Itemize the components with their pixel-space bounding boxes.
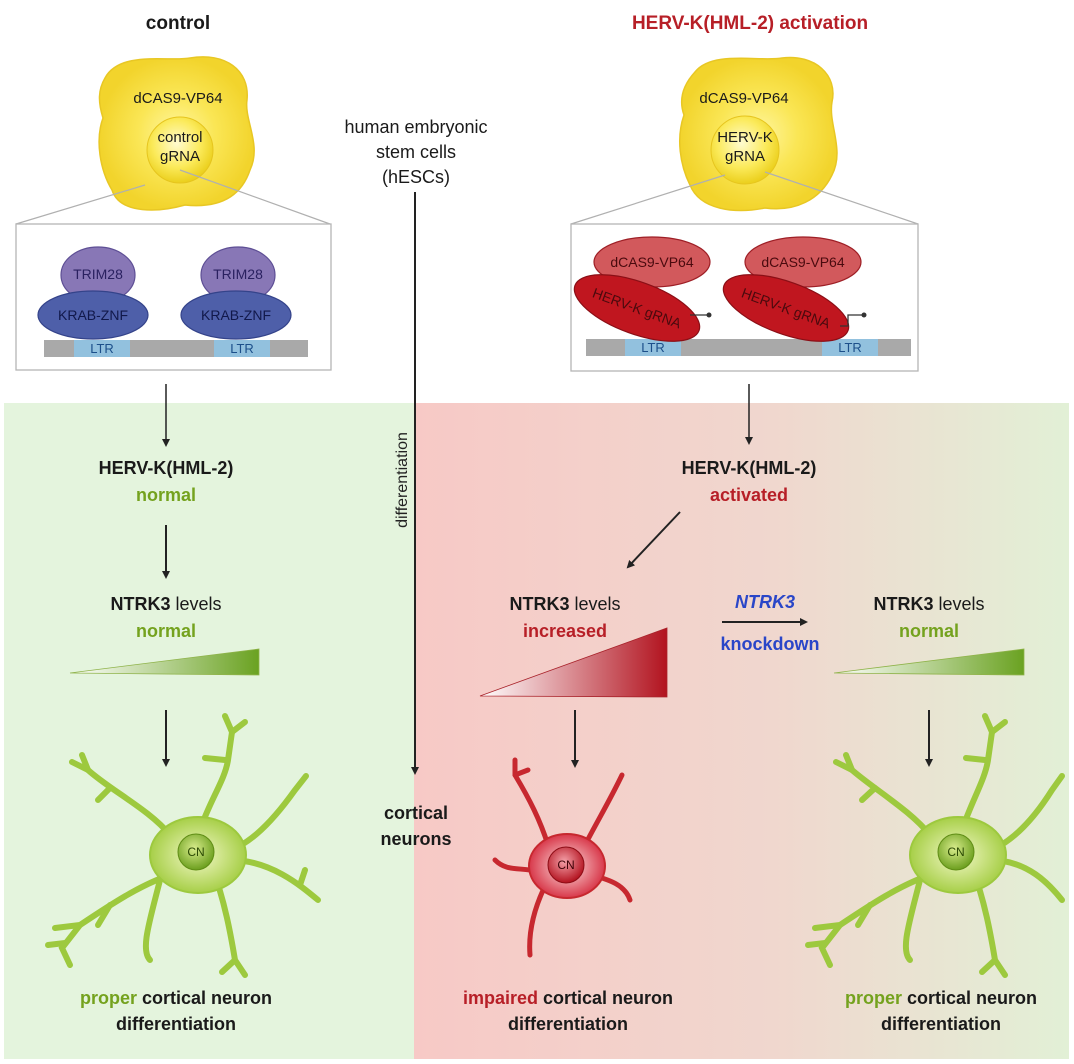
- control-trim28-1-label: TRIM28: [73, 266, 123, 282]
- activation-ntrk3-gene: NTRK3: [509, 594, 570, 614]
- control-neuron-label: CN: [187, 845, 205, 859]
- control-title: control: [145, 13, 211, 34]
- activation-ltr-2: [822, 339, 878, 356]
- activation-ntrk3-suffix: levels: [569, 594, 621, 614]
- control-ltr-1-label: LTR: [90, 341, 114, 356]
- control-grna-line2: gRNA: [159, 148, 200, 165]
- control-krab-1: [37, 290, 149, 340]
- activation-arrow-2: [626, 511, 681, 569]
- activation-cas9-label: dCAS9-VP64: [699, 90, 789, 107]
- activation-complex-cas9-label-2: dCAS9-VP64: [761, 254, 845, 270]
- cortical-neurons-line2: neurons: [380, 829, 452, 849]
- activation-title: HERV-K(HML-2) activation: [631, 13, 869, 34]
- control-stem-cell: [98, 56, 255, 211]
- control-krab-1-label: KRAB-ZNF: [58, 307, 128, 323]
- control-ltr-1: [74, 340, 130, 357]
- activation-ntrk3-level-wedge: [479, 627, 668, 698]
- knockdown-ntrk3-status: normal: [898, 621, 959, 641]
- knockdown-label: knockdown: [720, 634, 820, 654]
- activation-neuron: [492, 757, 633, 958]
- control-krab-2-label: KRAB-ZNF: [201, 307, 271, 323]
- control-hervk-status: normal: [135, 485, 196, 505]
- knockdown-ntrk3-gene: NTRK3: [873, 594, 934, 614]
- knockdown-outcome-rest: cortical neuron: [901, 988, 1038, 1008]
- activation-stem-cell: [679, 56, 838, 212]
- activation-nucleus: [710, 115, 780, 185]
- activation-outcome-rest: cortical neuron: [538, 988, 674, 1008]
- knockdown-ntrk3-levels: NTRK3 levels: [829, 594, 1029, 615]
- stem-cell-line1: human embryonic: [344, 117, 488, 137]
- control-grna-line1: control: [157, 129, 203, 146]
- differentiation-label: differentiation: [394, 432, 411, 528]
- control-ntrk3-suffix: levels: [170, 594, 222, 614]
- control-ntrk3-status: normal: [135, 621, 196, 641]
- knockdown-gene: NTRK3: [734, 592, 795, 612]
- knockdown-outcome-line2: differentiation: [881, 1014, 1001, 1034]
- control-ntrk3-level-wedge: [69, 648, 260, 676]
- activation-panel-background: [414, 403, 1069, 1059]
- control-cas9-label: dCAS9-VP64: [133, 90, 223, 107]
- control-trim28-2-label: TRIM28: [213, 266, 263, 282]
- control-outcome-word: proper: [79, 988, 137, 1008]
- control-outcome-rest: cortical neuron: [136, 988, 273, 1008]
- activation-ltr-2-label: LTR: [838, 340, 862, 355]
- activation-grna-line2: gRNA: [724, 148, 765, 165]
- knockdown-neuron: [805, 713, 1065, 978]
- control-krab-2: [180, 290, 292, 340]
- activation-outcome-line1: impaired cortical neuron: [418, 988, 718, 1009]
- activation-grna-complex-2: [722, 274, 867, 342]
- activation-ntrk3-status: increased: [522, 621, 608, 641]
- activation-outcome-word: impaired: [462, 988, 538, 1008]
- control-ltr-2-label: LTR: [230, 341, 254, 356]
- knockdown-ntrk3-suffix: levels: [933, 594, 985, 614]
- activation-ltr-1: [625, 339, 681, 356]
- control-ntrk3-gene: NTRK3: [110, 594, 171, 614]
- control-nucleus: [146, 116, 214, 184]
- activation-grna-line1: HERV-K: [717, 129, 773, 146]
- activation-ntrk3-levels: NTRK3 levels: [465, 594, 665, 615]
- control-outcome-line1: proper cortical neuron: [26, 988, 326, 1009]
- knockdown-ntrk3-level-wedge: [833, 648, 1025, 676]
- control-ntrk3-levels: NTRK3 levels: [66, 594, 266, 615]
- knockdown-neuron-label: CN: [947, 845, 965, 859]
- activation-hervk-status: activated: [709, 485, 789, 505]
- activation-complex-cas9-label-1: dCAS9-VP64: [610, 254, 694, 270]
- stem-cell-line3: (hESCs): [381, 167, 450, 187]
- activation-ltr-1-label: LTR: [641, 340, 665, 355]
- control-ltr-2: [214, 340, 270, 357]
- control-outcome-line2: differentiation: [116, 1014, 236, 1034]
- knockdown-outcome-line1: proper cortical neuron: [791, 988, 1074, 1009]
- control-panel-background: [4, 403, 414, 1059]
- activation-hervk-label: HERV-K(HML-2): [681, 458, 817, 478]
- activation-outcome-line2: differentiation: [508, 1014, 628, 1034]
- control-neuron: [45, 713, 321, 978]
- activation-grna-complex-1: [573, 274, 712, 342]
- stem-cell-line2: stem cells: [375, 142, 456, 162]
- control-hervk-label: HERV-K(HML-2): [98, 458, 234, 478]
- cortical-neurons-line1: cortical: [383, 803, 449, 823]
- knockdown-outcome-word: proper: [844, 988, 902, 1008]
- activation-neuron-label: CN: [557, 858, 575, 872]
